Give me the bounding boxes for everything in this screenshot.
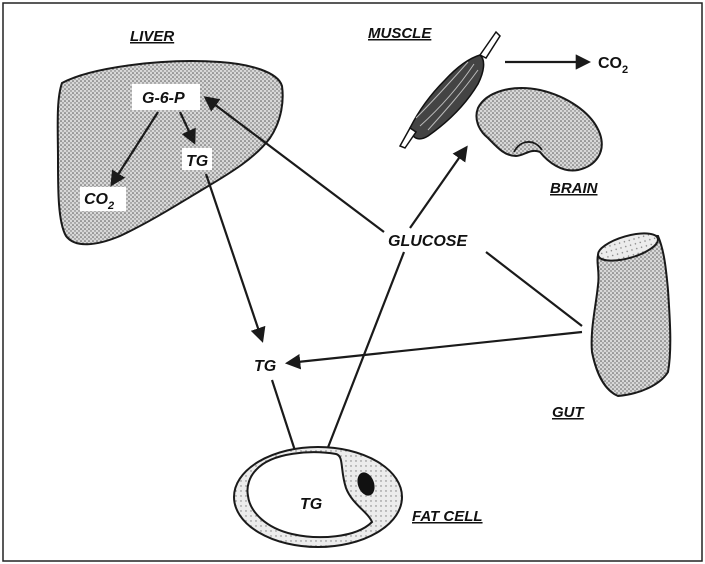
line-gut-to-glucose xyxy=(486,252,582,326)
muscle-shape xyxy=(410,55,484,139)
muscle-label: MUSCLE xyxy=(368,25,432,42)
arrow-glucose-to-fat-tg xyxy=(320,252,404,468)
arrow-glucose-to-brain xyxy=(410,148,466,228)
arrow-gut-to-blood-tg xyxy=(288,332,582,363)
gut-label: GUT xyxy=(552,404,586,421)
fat-cell-label: FAT CELL xyxy=(412,508,483,525)
tg-blood-label: TG xyxy=(254,358,276,375)
brain-shape xyxy=(476,88,601,170)
co2-muscle-label: CO2 xyxy=(598,55,628,76)
liver-group: LIVER G-6-P TG CO2 xyxy=(58,28,283,244)
brain-label: BRAIN xyxy=(550,180,599,197)
arrow-liver-tg-to-blood-tg xyxy=(206,174,262,340)
g6p-label: G-6-P xyxy=(142,90,185,107)
brain-group: BRAIN xyxy=(476,88,601,197)
tg-liver-label: TG xyxy=(186,153,208,170)
gut-group: GUT xyxy=(552,228,670,421)
fat-cell-group: TG FAT CELL xyxy=(234,447,483,547)
muscle-tendon-bottom xyxy=(400,128,416,148)
liver-label: LIVER xyxy=(130,28,174,45)
tg-fat-label: TG xyxy=(300,496,322,513)
muscle-tendon-top xyxy=(480,32,500,58)
glucose-label: GLUCOSE xyxy=(388,233,468,250)
